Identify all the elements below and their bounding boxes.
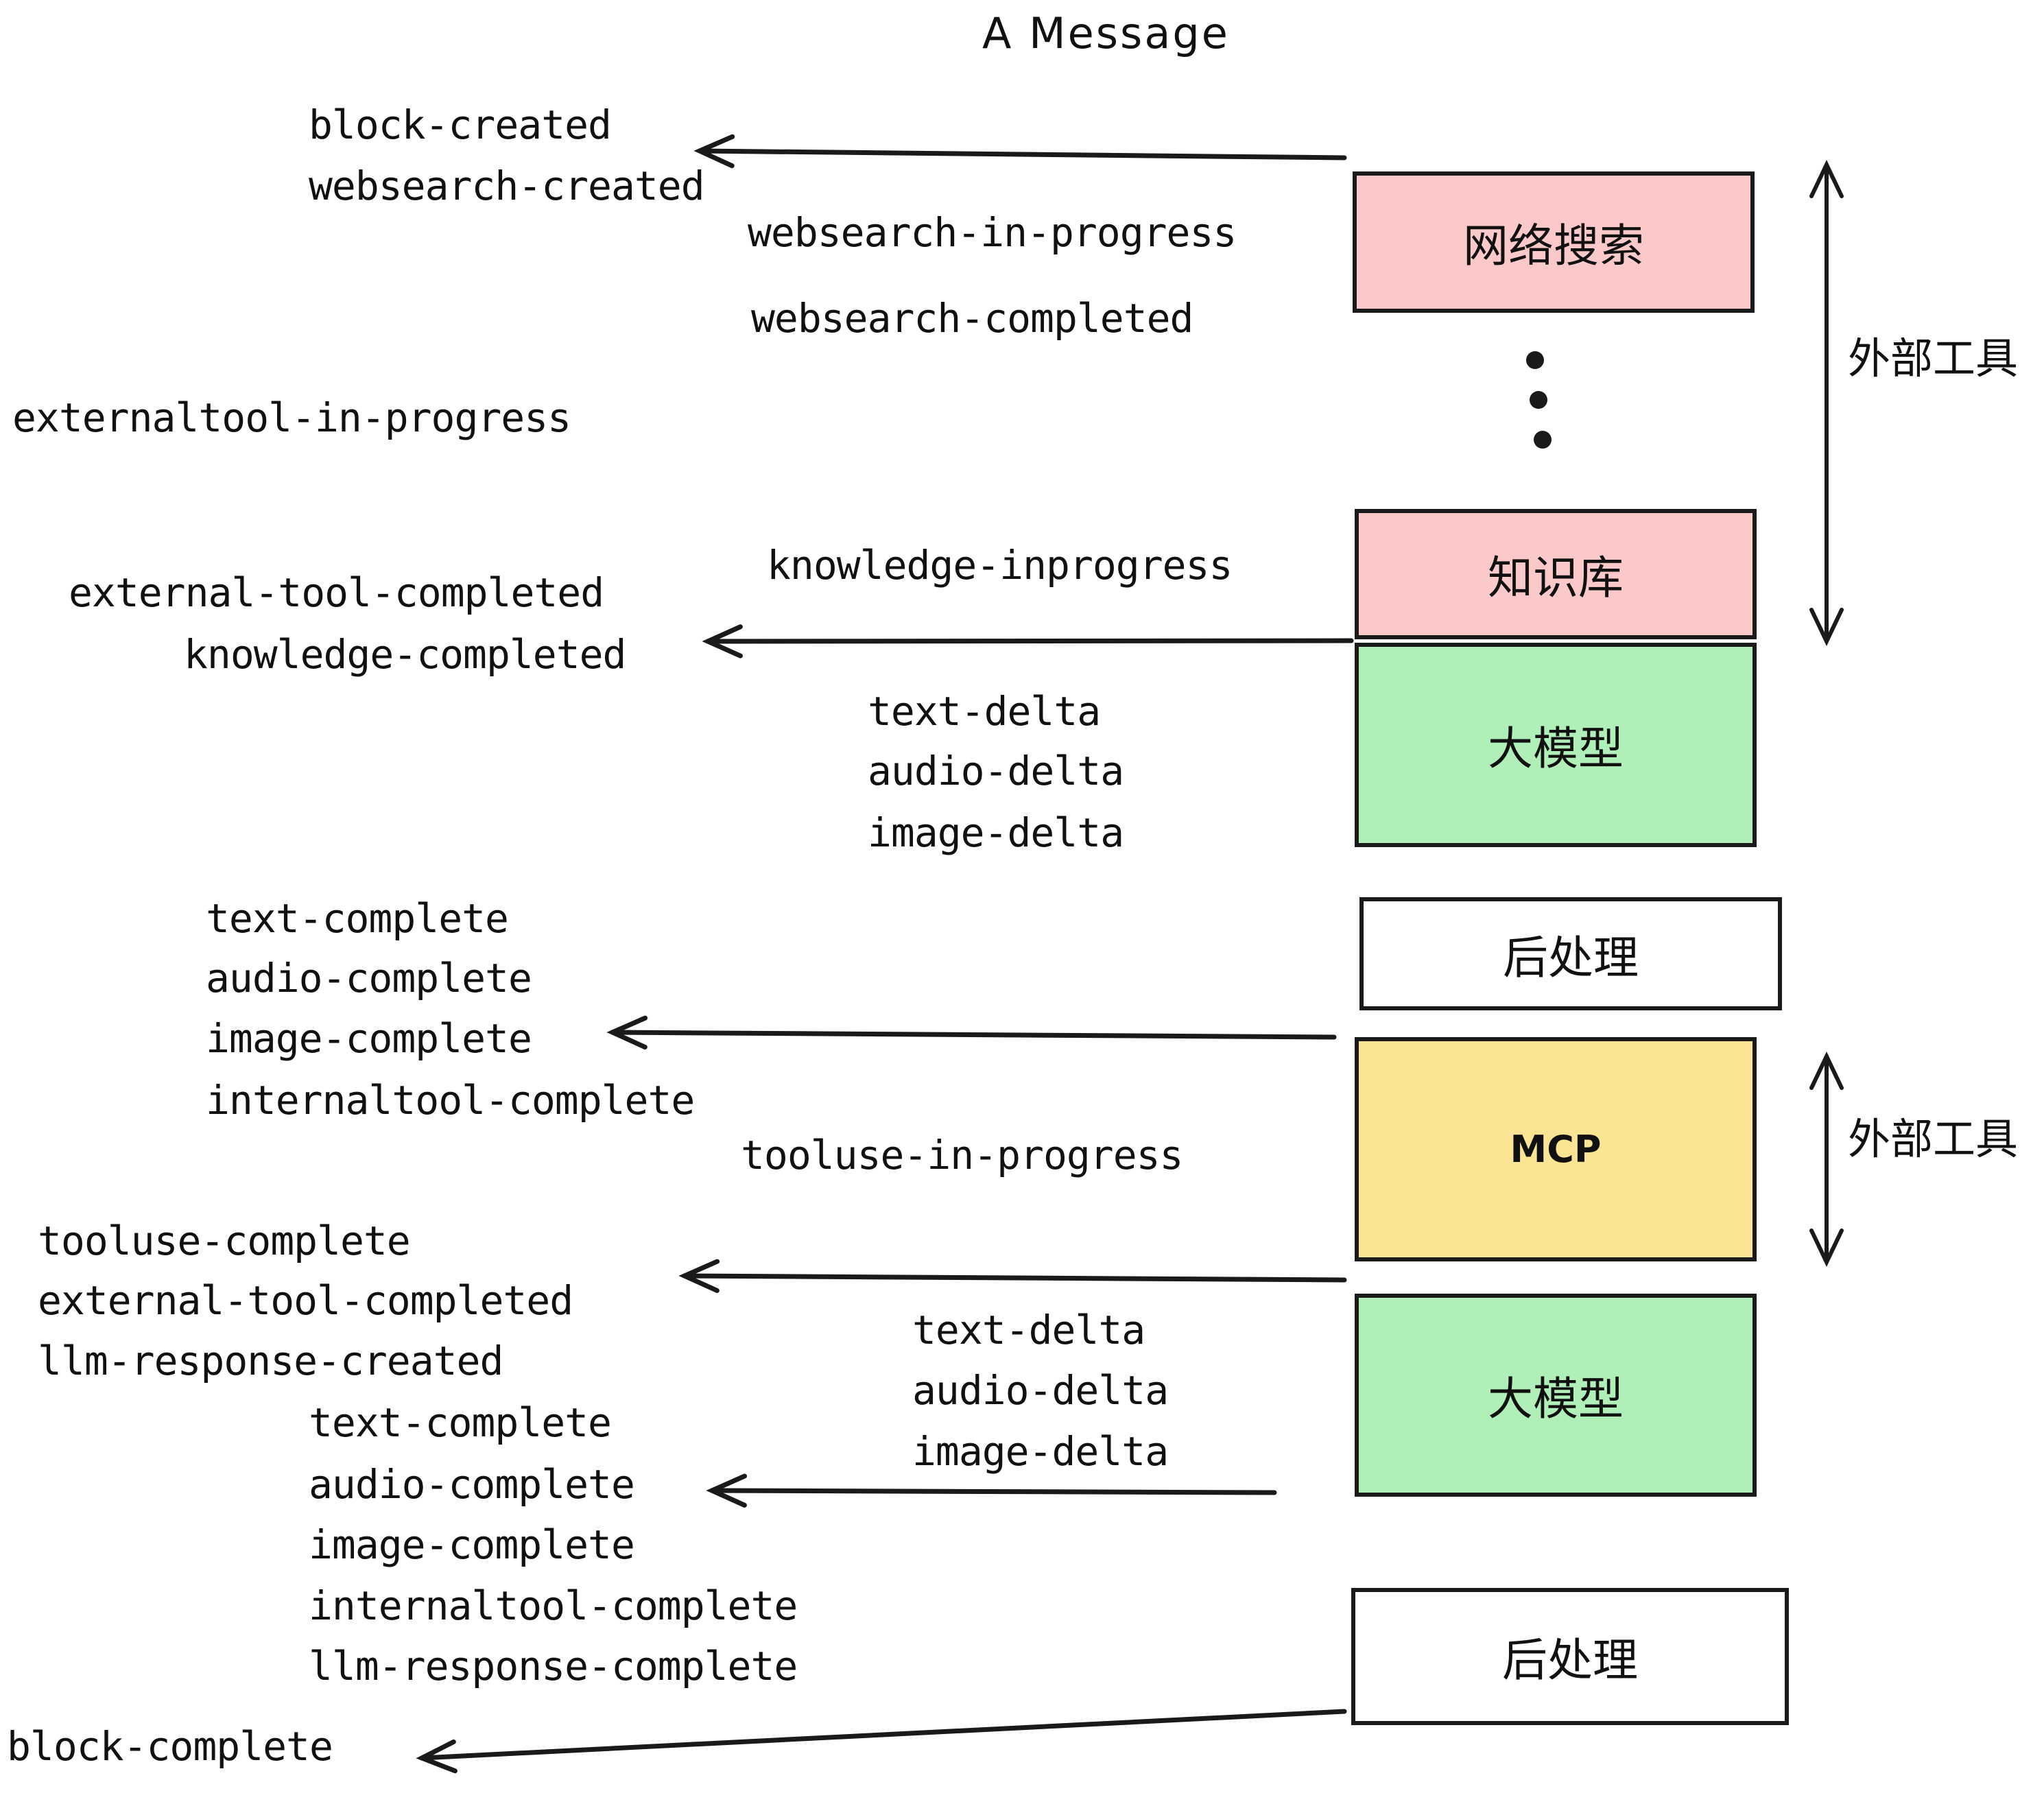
arrow-image-complete — [606, 1015, 1337, 1050]
event-label-audio-delta-2: audio-delta — [912, 1367, 1169, 1414]
event-label-image-complete-2: image-complete — [309, 1521, 635, 1568]
node-box-knowledge[interactable]: 知识库 — [1355, 509, 1757, 639]
arrow-head-up — [1809, 160, 1844, 198]
event-label-tooluse-in-progress: tooluse-in-progress — [741, 1132, 1183, 1178]
event-label-text-complete-1: text-complete — [206, 895, 509, 942]
event-label-knowledge-inprogress: knowledge-inprogress — [767, 542, 1233, 589]
event-label-image-delta-2: image-delta — [912, 1428, 1169, 1475]
external-tools-range-bottom — [1809, 1052, 1844, 1267]
arrow-head — [678, 1259, 720, 1293]
event-label-audio-delta-1: audio-delta — [868, 748, 1124, 794]
dot-1-icon — [1526, 351, 1544, 369]
event-label-externaltool-in-progress: externaltool-in-progress — [12, 394, 571, 441]
event-label-websearch-created: websearch-created — [309, 163, 705, 209]
event-label-internaltool-complete-1: internaltool-complete — [206, 1077, 695, 1124]
event-label-image-complete-1: image-complete — [206, 1015, 532, 1062]
arrow-head-up — [1809, 1052, 1844, 1090]
event-label-text-delta-1: text-delta — [868, 688, 1101, 735]
arrow-head — [693, 134, 735, 169]
arrow-head-down — [1809, 1229, 1844, 1267]
event-label-text-delta-2: text-delta — [912, 1307, 1145, 1353]
event-label-block-created: block-created — [309, 102, 612, 148]
node-box-postproc-1[interactable]: 后处理 — [1359, 897, 1782, 1010]
event-label-audio-complete-1: audio-complete — [206, 955, 532, 1001]
node-box-postproc-2[interactable]: 后处理 — [1351, 1588, 1789, 1725]
node-box-llm-1[interactable]: 大模型 — [1355, 643, 1757, 847]
page-title: A Message — [982, 8, 1230, 58]
dot-2-icon — [1530, 391, 1547, 409]
event-label-internaltool-complete-2: internaltool-complete — [309, 1582, 798, 1629]
group-label-external-tools-bottom: 外部工具 — [1848, 1114, 2019, 1164]
node-box-websearch[interactable]: 网络搜索 — [1353, 171, 1755, 313]
arrow-head — [702, 624, 743, 658]
node-box-llm-2[interactable]: 大模型 — [1355, 1294, 1757, 1497]
arrow-block-complete — [416, 1709, 1347, 1774]
dot-3-icon — [1534, 431, 1552, 449]
event-label-llm-response-complete: llm-response-complete — [309, 1643, 798, 1689]
node-box-mcp[interactable]: MCP — [1355, 1037, 1757, 1261]
arrow-head-down — [1809, 608, 1844, 646]
arrow-head — [416, 1739, 457, 1774]
event-label-image-delta-1: image-delta — [868, 809, 1124, 856]
external-tools-range-top — [1809, 160, 1844, 646]
event-label-external-tool-completed-2: external-tool-completed — [38, 1277, 573, 1324]
arrow-audio-complete — [706, 1473, 1277, 1508]
arrow-head — [706, 1473, 748, 1508]
event-label-audio-complete-2: audio-complete — [309, 1461, 635, 1508]
event-label-llm-response-created: llm-response-created — [38, 1338, 503, 1384]
event-label-websearch-in-progress: websearch-in-progress — [748, 209, 1237, 256]
event-label-tooluse-complete: tooluse-complete — [38, 1218, 411, 1264]
group-label-external-tools-top: 外部工具 — [1848, 333, 2019, 383]
arrow-tooluse-complete — [678, 1259, 1347, 1293]
event-label-websearch-completed: websearch-completed — [751, 295, 1193, 342]
event-label-text-complete-2: text-complete — [309, 1399, 612, 1446]
arrow-knowledge-done — [702, 624, 1354, 658]
arrow-head — [606, 1015, 648, 1050]
event-label-knowledge-completed: knowledge-completed — [184, 631, 626, 678]
event-label-block-complete: block-complete — [7, 1723, 333, 1770]
event-label-external-tool-completed-1: external-tool-completed — [69, 569, 604, 616]
arrow-block-created — [693, 134, 1347, 169]
